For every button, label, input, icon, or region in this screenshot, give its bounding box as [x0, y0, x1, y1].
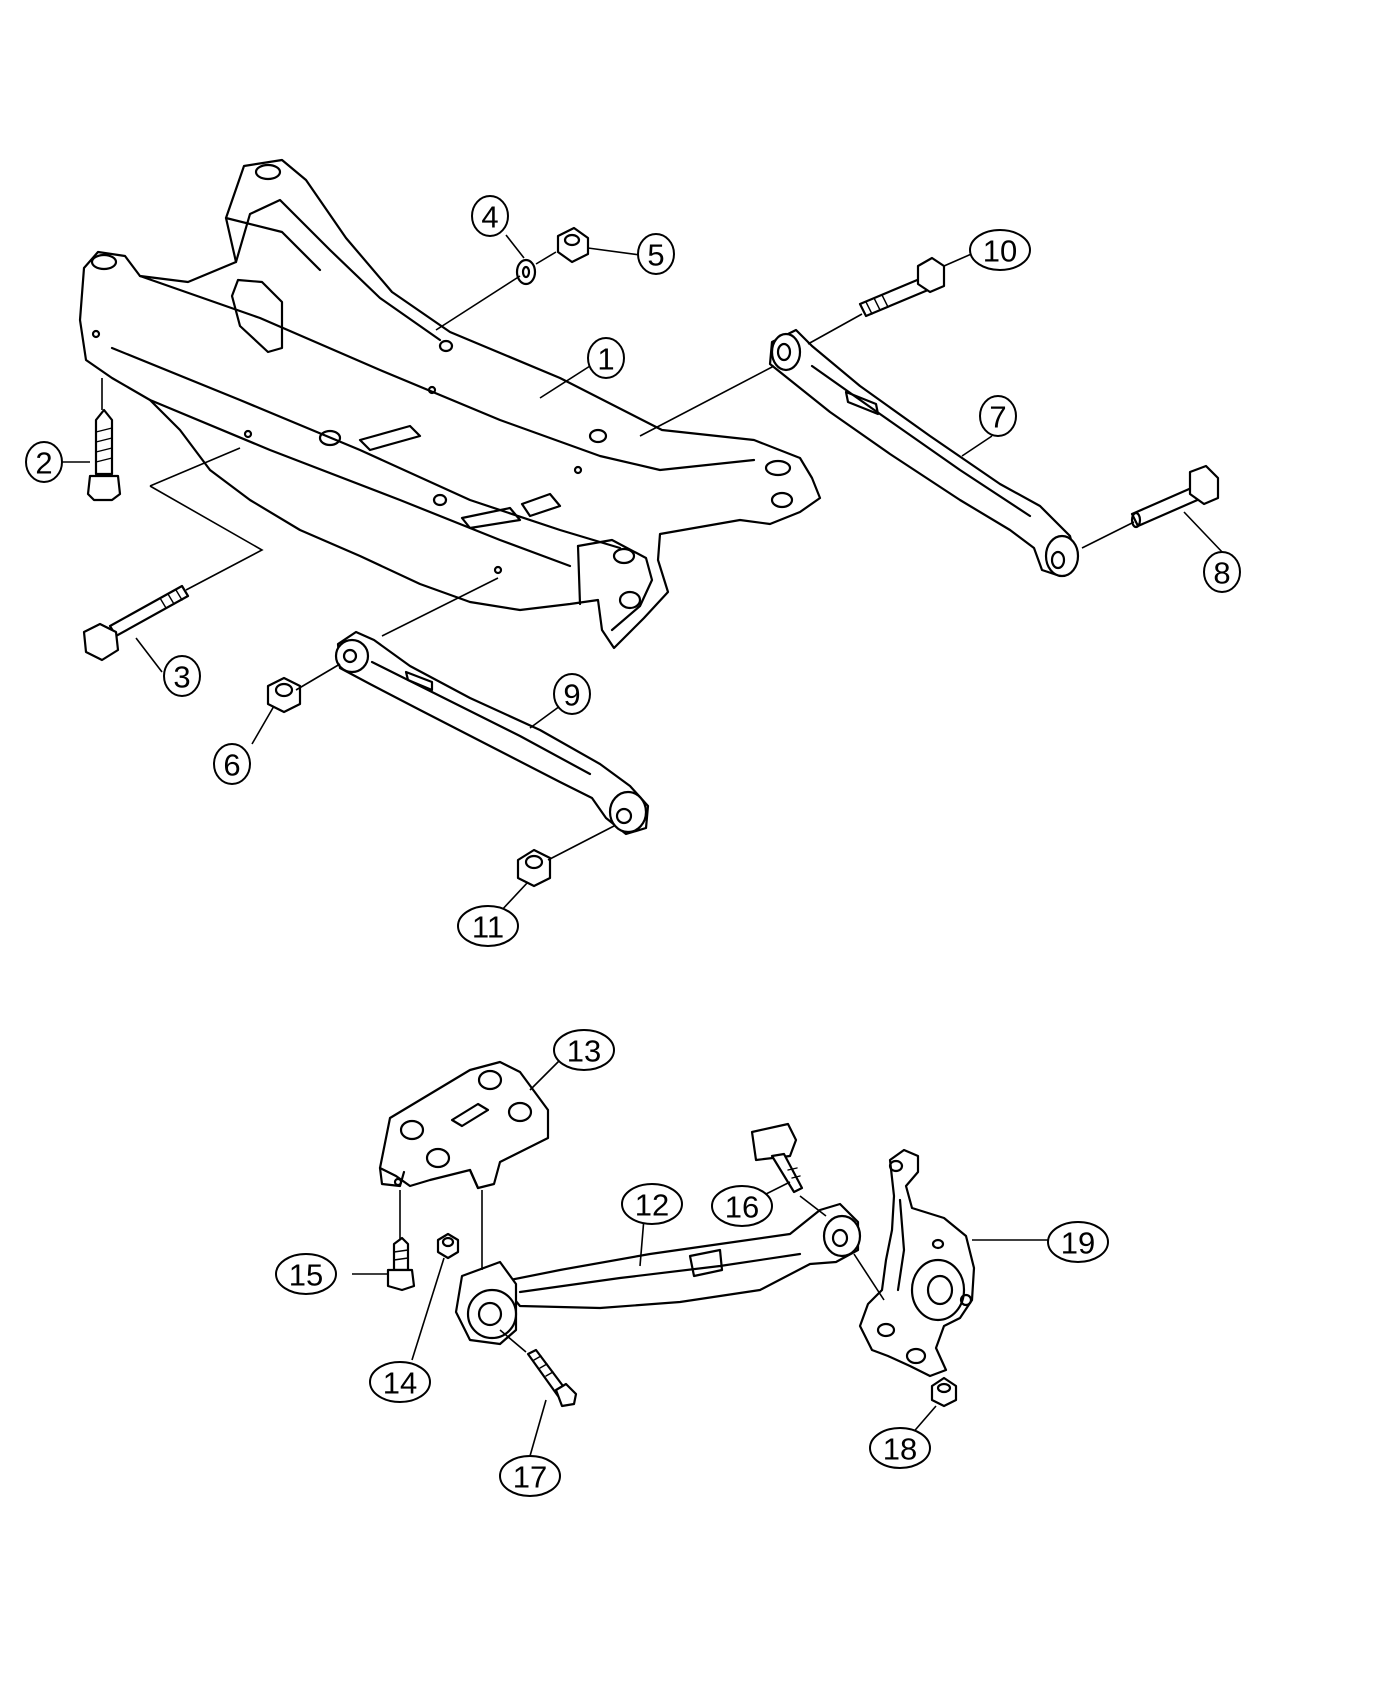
- callout-8-label: 8: [1213, 556, 1230, 591]
- callout-6-label: 6: [223, 748, 240, 783]
- callout-16-bubble: [711, 1185, 773, 1227]
- callout-3-label: 3: [173, 660, 190, 695]
- callout-6-bubble: [213, 743, 251, 785]
- callout-3[interactable]: 3: [163, 655, 201, 697]
- callout-19[interactable]: 19: [1047, 1221, 1109, 1263]
- bolt-part-16[interactable]: [750, 1122, 804, 1194]
- crossmember-part-1[interactable]: [78, 158, 822, 650]
- callout-10-bubble: [969, 229, 1031, 271]
- callout-10-label: 10: [983, 234, 1017, 269]
- callout-1-label: 1: [597, 342, 614, 377]
- nut-part-14[interactable]: [436, 1232, 460, 1260]
- bolt-part-3[interactable]: [82, 584, 190, 662]
- callout-12[interactable]: 12: [621, 1183, 683, 1225]
- callout-6[interactable]: 6: [213, 743, 251, 785]
- callout-9-label: 9: [563, 678, 580, 713]
- callout-17[interactable]: 17: [499, 1455, 561, 1497]
- callout-14-label: 14: [383, 1366, 417, 1401]
- callout-17-label: 17: [513, 1460, 547, 1495]
- callout-11-bubble: [457, 905, 519, 947]
- callout-1-bubble: [587, 337, 625, 379]
- callout-4-label: 4: [481, 200, 498, 235]
- callout-17-bubble: [499, 1455, 561, 1497]
- callout-14[interactable]: 14: [369, 1361, 431, 1403]
- callout-8[interactable]: 8: [1203, 551, 1241, 593]
- callout-19-bubble: [1047, 1221, 1109, 1263]
- bolt-part-10[interactable]: [858, 256, 946, 318]
- callout-5-label: 5: [647, 238, 664, 273]
- bolt-part-8[interactable]: [1130, 464, 1220, 529]
- nut-part-11[interactable]: [516, 848, 552, 888]
- callout-10[interactable]: 10: [969, 229, 1031, 271]
- callout-9-bubble: [553, 673, 591, 715]
- callout-3-bubble: [163, 655, 201, 697]
- callout-5[interactable]: 5: [637, 233, 675, 275]
- callout-11-label: 11: [472, 910, 504, 945]
- callout-15[interactable]: 15: [275, 1253, 337, 1295]
- callout-15-bubble: [275, 1253, 337, 1295]
- nut-part-18[interactable]: [930, 1376, 958, 1408]
- callout-12-bubble: [621, 1183, 683, 1225]
- nut-part-5[interactable]: [556, 226, 590, 264]
- callout-15-label: 15: [289, 1258, 323, 1293]
- callout-2-bubble: [25, 441, 63, 483]
- callout-18[interactable]: 18: [869, 1427, 931, 1469]
- callout-16-label: 16: [725, 1190, 759, 1225]
- callout-7[interactable]: 7: [979, 395, 1017, 437]
- callout-12-label: 12: [635, 1188, 669, 1223]
- bolt-part-15[interactable]: [386, 1236, 416, 1292]
- trailing-arm-part-12[interactable]: [454, 1202, 862, 1346]
- callout-18-label: 18: [883, 1432, 917, 1467]
- callout-9[interactable]: 9: [553, 673, 591, 715]
- callout-13[interactable]: 13: [553, 1029, 615, 1071]
- leader-lines: [60, 234, 1225, 1457]
- link-arm-part-7[interactable]: [768, 328, 1080, 578]
- bracket-part-13[interactable]: [378, 1060, 550, 1190]
- callout-16[interactable]: 16: [711, 1185, 773, 1227]
- callout-14-bubble: [369, 1361, 431, 1403]
- callout-2[interactable]: 2: [25, 441, 63, 483]
- nut-part-6[interactable]: [266, 676, 302, 714]
- callout-18-bubble: [869, 1427, 931, 1469]
- callout-4[interactable]: 4: [471, 195, 509, 237]
- callout-19-label: 19: [1061, 1226, 1095, 1261]
- callout-7-bubble: [979, 395, 1017, 437]
- callout-13-bubble: [553, 1029, 615, 1071]
- callout-1[interactable]: 1: [587, 337, 625, 379]
- callout-5-bubble: [637, 233, 675, 275]
- bolt-part-17[interactable]: [526, 1348, 578, 1408]
- bolt-part-2[interactable]: [86, 408, 122, 502]
- callout-8-bubble: [1203, 551, 1241, 593]
- callout-11[interactable]: 11: [457, 905, 519, 947]
- callout-2-label: 2: [35, 446, 52, 481]
- knuckle-part-19[interactable]: [858, 1148, 976, 1378]
- callout-4-bubble: [471, 195, 509, 237]
- callout-7-label: 7: [989, 400, 1006, 435]
- washer-part-4[interactable]: [515, 258, 537, 286]
- callout-13-label: 13: [567, 1034, 601, 1069]
- link-arm-part-9[interactable]: [334, 630, 650, 836]
